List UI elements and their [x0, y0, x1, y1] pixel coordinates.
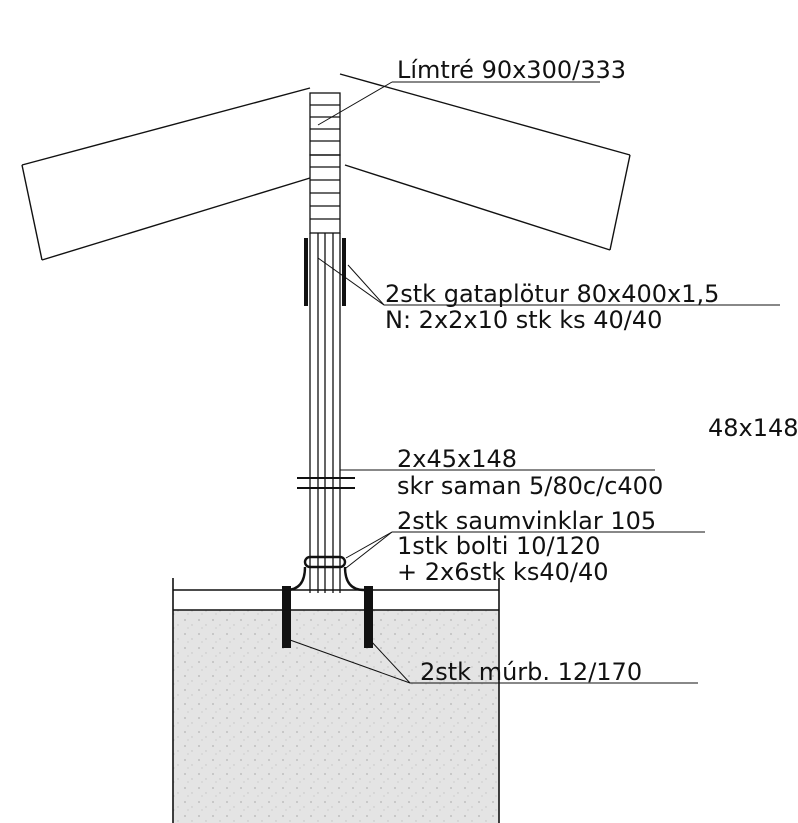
stud-label: 2x45x148	[397, 445, 517, 473]
gusset-plates	[304, 238, 346, 306]
leader-lines	[289, 81, 780, 684]
anchor-bolts-label: 2stk múrb. 12/170	[420, 658, 642, 686]
glulam-lower-section	[309, 154, 341, 234]
post-break-symbol	[297, 477, 355, 489]
gusset-plates-label: 2stk gataplötur 80x400x1,5	[385, 280, 719, 308]
glulam-ridge-beam	[309, 92, 341, 156]
right-roof-rafter	[339, 73, 631, 251]
anchor-bolts	[282, 586, 373, 648]
gusset-nails-label: N: 2x2x10 stk ks 40/40	[385, 306, 662, 334]
left-roof-rafter	[21, 87, 311, 261]
concrete-foundation	[172, 578, 500, 823]
vertical-post	[309, 233, 341, 593]
glulam-label: Límtré 90x300/333	[397, 56, 626, 84]
bracket-nails-label: + 2x6stk ks40/40	[397, 558, 609, 586]
brackets-label: 2stk saumvinklar 105	[397, 507, 656, 535]
partial-dimension-label: 48x148	[708, 414, 798, 442]
stud-screws-label: skr saman 5/80c/c400	[397, 472, 663, 500]
bolt-label: 1stk bolti 10/120	[397, 532, 600, 560]
